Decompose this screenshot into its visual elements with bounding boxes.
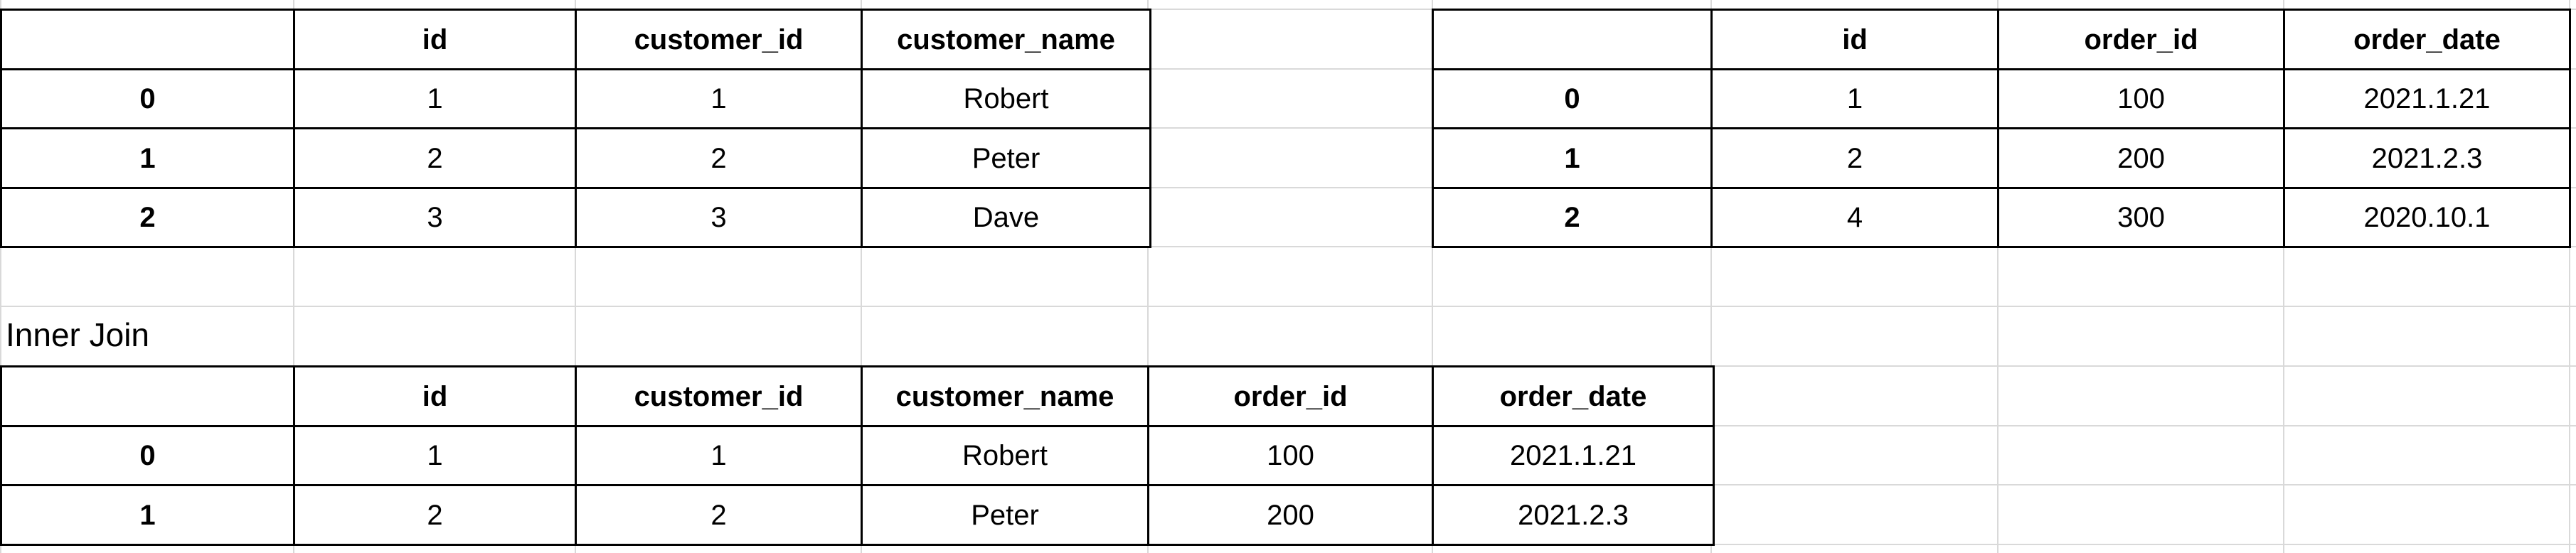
cell-order-date[interactable]: 2020.10.1 bbox=[2283, 187, 2571, 248]
row-index: 0 bbox=[0, 425, 295, 486]
table-row[interactable]: 1 2 2 Peter 200 2021.2.3 bbox=[0, 484, 1715, 546]
table-header-row: id order_id order_date bbox=[1432, 9, 2571, 70]
row-index: 0 bbox=[1432, 68, 1713, 129]
orders-table[interactable]: id order_id order_date 0 1 100 2021.1.21… bbox=[1432, 9, 2571, 248]
row-index: 1 bbox=[1432, 127, 1713, 189]
column-header-order-id: order_id bbox=[1147, 365, 1434, 427]
cell-order-id[interactable]: 100 bbox=[1997, 68, 2285, 129]
column-header-customer-name: customer_name bbox=[861, 365, 1149, 427]
gridline-horizontal bbox=[0, 127, 2576, 129]
cell-id[interactable]: 4 bbox=[1710, 187, 1999, 248]
cell-order-id[interactable]: 200 bbox=[1147, 484, 1434, 546]
table-row[interactable]: 1 2 2 Peter bbox=[0, 127, 1151, 189]
cell-id[interactable]: 2 bbox=[293, 127, 577, 189]
table-row[interactable]: 2 4 300 2020.10.1 bbox=[1432, 187, 2571, 248]
gridline-horizontal bbox=[0, 9, 2576, 10]
cell-id[interactable]: 3 bbox=[293, 187, 577, 248]
cell-customer-name[interactable]: Dave bbox=[861, 187, 1151, 248]
table-row[interactable]: 1 2 200 2021.2.3 bbox=[1432, 127, 2571, 189]
cell-customer-id[interactable]: 1 bbox=[575, 425, 863, 486]
column-header-id: id bbox=[1710, 9, 1999, 70]
column-header-corner bbox=[0, 9, 295, 70]
row-index: 2 bbox=[0, 187, 295, 248]
cell-id[interactable]: 1 bbox=[293, 68, 577, 129]
table-row[interactable]: 0 1 1 Robert 100 2021.1.21 bbox=[0, 425, 1715, 486]
row-index: 1 bbox=[0, 484, 295, 546]
gridline-vertical bbox=[1147, 0, 1149, 553]
gridline-vertical bbox=[1997, 0, 1998, 553]
table-header-row: id customer_id customer_name bbox=[0, 9, 1151, 70]
column-header-corner bbox=[1432, 9, 1713, 70]
table-header-row: id customer_id customer_name order_id or… bbox=[0, 365, 1715, 427]
column-header-order-date: order_date bbox=[1432, 365, 1715, 427]
gridline-horizontal bbox=[0, 68, 2576, 70]
cell-customer-name[interactable]: Peter bbox=[861, 127, 1151, 189]
gridline-vertical bbox=[2569, 0, 2570, 553]
cell-order-date[interactable]: 2021.2.3 bbox=[2283, 127, 2571, 189]
inner-join-section-label: Inner Join bbox=[6, 316, 150, 353]
gridline-vertical bbox=[1710, 0, 1712, 553]
cell-id[interactable]: 2 bbox=[293, 484, 577, 546]
column-header-corner bbox=[0, 365, 295, 427]
column-header-order-id: order_id bbox=[1997, 9, 2285, 70]
cell-id[interactable]: 2 bbox=[1710, 127, 1999, 189]
cell-order-date[interactable]: 2021.1.21 bbox=[2283, 68, 2571, 129]
gridline-vertical bbox=[861, 0, 862, 553]
gridline-vertical bbox=[1432, 0, 1433, 553]
column-header-id: id bbox=[293, 9, 577, 70]
column-header-customer-id: customer_id bbox=[575, 365, 863, 427]
cell-order-id[interactable]: 300 bbox=[1997, 187, 2285, 248]
cell-order-id[interactable]: 200 bbox=[1997, 127, 2285, 189]
table-row[interactable]: 2 3 3 Dave bbox=[0, 187, 1151, 248]
column-header-customer-name: customer_name bbox=[861, 9, 1151, 70]
cell-customer-name[interactable]: Robert bbox=[861, 68, 1151, 129]
cell-customer-name[interactable]: Robert bbox=[861, 425, 1149, 486]
cell-customer-id[interactable]: 1 bbox=[575, 68, 863, 129]
row-index: 1 bbox=[0, 127, 295, 189]
gridline-horizontal bbox=[0, 246, 2576, 247]
gridline-vertical bbox=[0, 0, 1, 553]
inner-join-result-table[interactable]: id customer_id customer_name order_id or… bbox=[0, 365, 1715, 546]
gridline-vertical bbox=[293, 0, 294, 553]
gridline-horizontal bbox=[0, 187, 2576, 188]
cell-customer-id[interactable]: 2 bbox=[575, 127, 863, 189]
cell-order-id[interactable]: 100 bbox=[1147, 425, 1434, 486]
gridline-vertical bbox=[575, 0, 576, 553]
column-header-customer-id: customer_id bbox=[575, 9, 863, 70]
cell-order-date[interactable]: 2021.1.21 bbox=[1432, 425, 1715, 486]
row-index: 2 bbox=[1432, 187, 1713, 248]
gridline-horizontal bbox=[0, 306, 2576, 307]
cell-id[interactable]: 1 bbox=[1710, 68, 1999, 129]
customers-table[interactable]: id customer_id customer_name 0 1 1 Rober… bbox=[0, 9, 1151, 248]
cell-id[interactable]: 1 bbox=[293, 425, 577, 486]
column-header-id: id bbox=[293, 365, 577, 427]
table-row[interactable]: 0 1 100 2021.1.21 bbox=[1432, 68, 2571, 129]
column-header-order-date: order_date bbox=[2283, 9, 2571, 70]
gridline-vertical bbox=[2283, 0, 2284, 553]
cell-order-date[interactable]: 2021.2.3 bbox=[1432, 484, 1715, 546]
table-row[interactable]: 0 1 1 Robert bbox=[0, 68, 1151, 129]
cell-customer-name[interactable]: Peter bbox=[861, 484, 1149, 546]
cell-customer-id[interactable]: 2 bbox=[575, 484, 863, 546]
row-index: 0 bbox=[0, 68, 295, 129]
cell-customer-id[interactable]: 3 bbox=[575, 187, 863, 248]
